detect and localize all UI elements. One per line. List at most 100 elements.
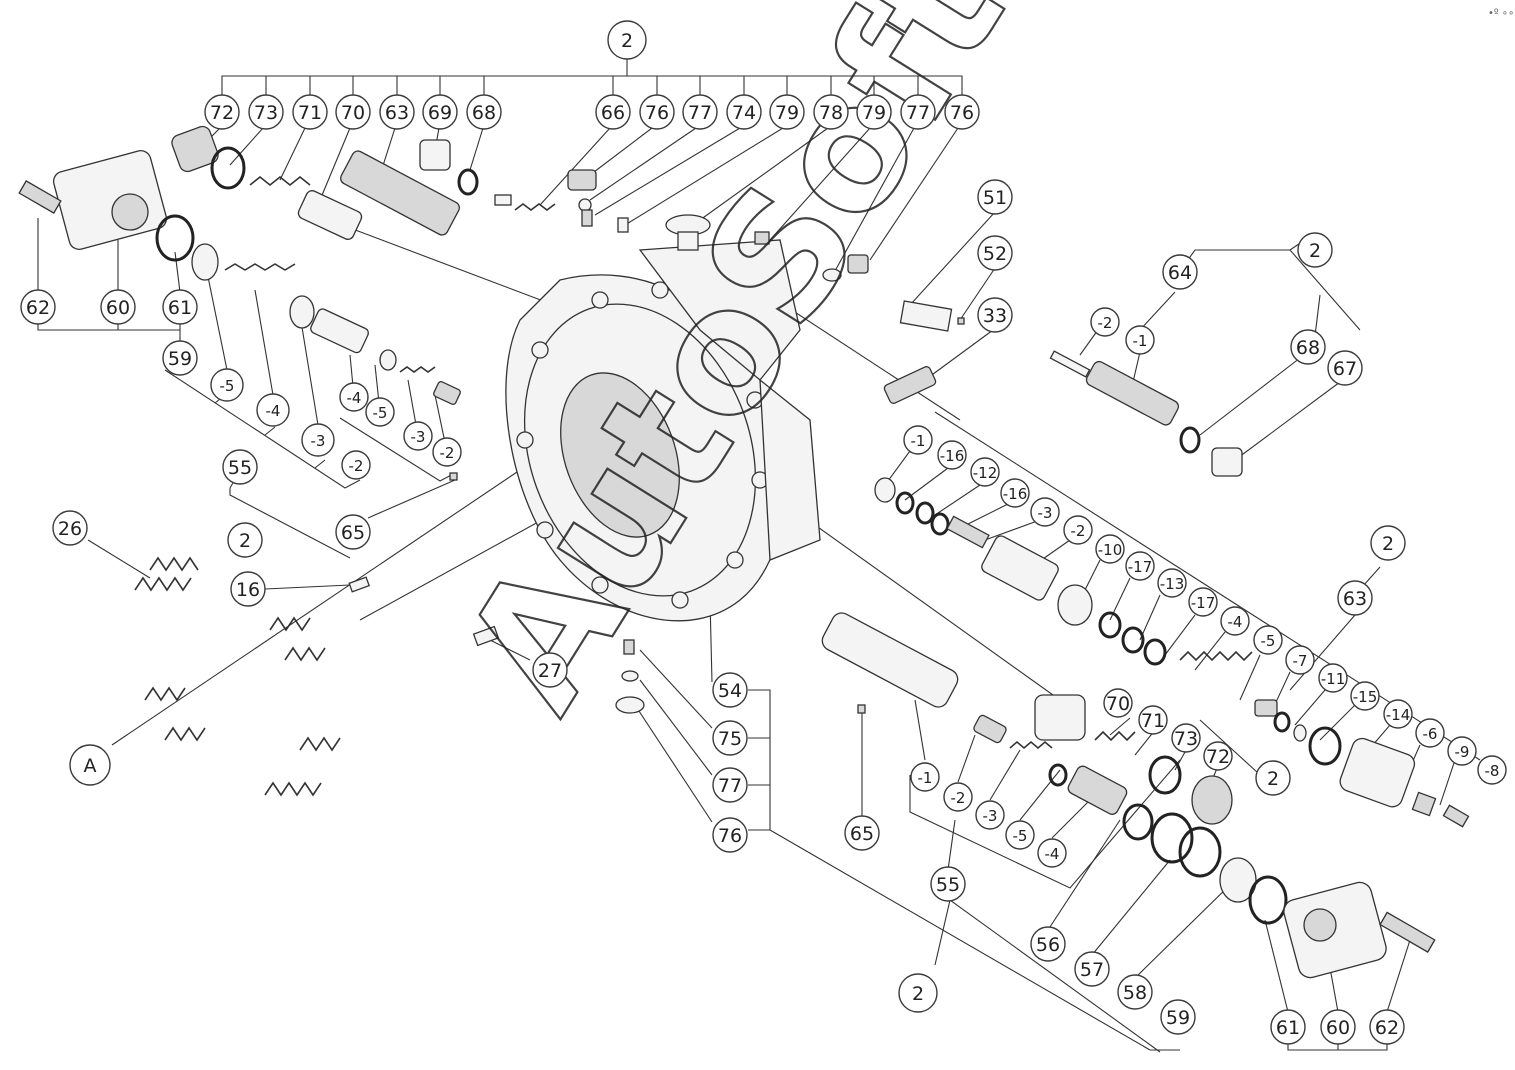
callout-label: 27 [538, 660, 562, 682]
callout-c77b: 77 [900, 94, 936, 130]
callout-label: -4 [1228, 613, 1243, 631]
callout-c33: 33 [977, 297, 1013, 333]
callout-left-m5b: -5 [365, 397, 395, 427]
callout-label: -13 [1160, 575, 1185, 593]
callout-label: 2 [1382, 533, 1394, 555]
callout-c77c: 77 [712, 767, 748, 803]
callout-label: 79 [862, 102, 886, 124]
callout-label: 2 [1309, 240, 1321, 262]
callout-c79a: 79 [769, 94, 805, 130]
callout-c54: 54 [712, 672, 748, 708]
callout-label: -3 [983, 807, 998, 825]
callout-label: 74 [732, 102, 756, 124]
callout-label: 77 [688, 102, 712, 124]
callout-label: 70 [341, 102, 365, 124]
callout-label: 65 [850, 823, 874, 845]
callout-cA: A [69, 744, 111, 786]
callout-label: -10 [1098, 541, 1123, 559]
callout-label: 60 [1326, 1017, 1350, 1039]
callout-b-71: 71 [1138, 705, 1168, 735]
callout-b-55: 55 [930, 866, 966, 902]
callout-label: 57 [1080, 959, 1104, 981]
callout-label: 64 [1168, 262, 1192, 284]
callout-c51: 51 [977, 179, 1013, 215]
callout-label: 75 [718, 728, 742, 750]
callout-label: -1 [918, 769, 933, 787]
callout-label: 63 [1343, 588, 1367, 610]
callout-label: 68 [1296, 337, 1320, 359]
callout-label: 72 [1206, 746, 1230, 768]
callout-label: 77 [718, 775, 742, 797]
callout-label: 62 [26, 297, 50, 319]
callout-label: 58 [1123, 982, 1147, 1004]
callout-label: 60 [106, 297, 130, 319]
callout-label: 72 [210, 102, 234, 124]
callout-m-m10: -10 [1095, 534, 1125, 564]
callout-c73: 73 [248, 94, 284, 130]
callout-c68: 68 [466, 94, 502, 130]
callout-b-62: 62 [1369, 1009, 1405, 1045]
callout-b-73: 73 [1171, 723, 1201, 753]
callout-c79b: 79 [856, 94, 892, 130]
callout-c65b: 65 [844, 815, 880, 851]
callout-b-56: 56 [1030, 926, 1066, 962]
callout-m-m4: -4 [1220, 606, 1250, 636]
callout-label: 33 [983, 305, 1007, 327]
callout-label: 16 [236, 579, 260, 601]
callout-left-m4a: -4 [256, 393, 290, 427]
callout-label: -3 [1038, 504, 1053, 522]
callout-label: -16 [940, 447, 965, 465]
callout-c71: 71 [292, 94, 328, 130]
callout-b-m2: -2 [943, 782, 973, 812]
callout-label: 2 [1267, 768, 1279, 790]
callout-b-70: 70 [1103, 688, 1133, 718]
callout-label: -2 [349, 457, 364, 475]
callout-left-61: 61 [162, 289, 198, 325]
callout-m-m13: -13 [1157, 568, 1187, 598]
callout-m-m3: -3 [1030, 497, 1060, 527]
callout-label: 70 [1106, 693, 1130, 715]
callout-left-62: 62 [20, 289, 56, 325]
callout-m-m11: -11 [1318, 663, 1348, 693]
callout-c16: 16 [230, 571, 266, 607]
callout-m-m14: -14 [1383, 699, 1413, 729]
callout-left-m3a: -3 [301, 423, 335, 457]
callout-c27: 27 [532, 652, 568, 688]
callout-r-m2: -2 [1090, 307, 1120, 337]
callout-m-m2: -2 [1063, 515, 1093, 545]
callout-label: 78 [819, 102, 843, 124]
callout-b-m1: -1 [910, 762, 940, 792]
callout-c76c: 76 [712, 817, 748, 853]
callout-label: -5 [1261, 632, 1276, 650]
callout-c77a: 77 [682, 94, 718, 130]
callout-label: 61 [168, 297, 192, 319]
callout-r-68: 68 [1290, 329, 1326, 365]
callout-left-65: 65 [335, 514, 371, 550]
corner-mark: •º ∘∘∘ [1488, 8, 1515, 19]
callout-b-61: 61 [1270, 1009, 1306, 1045]
callout-label: -17 [1191, 594, 1216, 612]
callout-c78: 78 [813, 94, 849, 130]
callout-m-2: 2 [1370, 525, 1406, 561]
callout-label: -17 [1128, 558, 1153, 576]
callout-r-67: 67 [1327, 350, 1363, 386]
callout-label: -11 [1321, 670, 1346, 688]
callout-b-60: 60 [1320, 1009, 1356, 1045]
callout-label: 77 [906, 102, 930, 124]
callout-label: -5 [1013, 827, 1028, 845]
callout-label: -4 [266, 402, 281, 420]
callout-b-2: 2 [898, 973, 938, 1013]
callout-label: 51 [983, 187, 1007, 209]
callout-label: 63 [385, 102, 409, 124]
callout-label: 68 [472, 102, 496, 124]
callout-b-57: 57 [1074, 951, 1110, 987]
callout-m-63: 63 [1337, 580, 1373, 616]
callout-m-m17b: -17 [1188, 587, 1218, 617]
callout-label: 76 [645, 102, 669, 124]
callout-label: 69 [428, 102, 452, 124]
callout-c74: 74 [726, 94, 762, 130]
callout-c69: 69 [422, 94, 458, 130]
callout-label: -15 [1353, 688, 1378, 706]
callout-left-2: 2 [227, 522, 263, 558]
